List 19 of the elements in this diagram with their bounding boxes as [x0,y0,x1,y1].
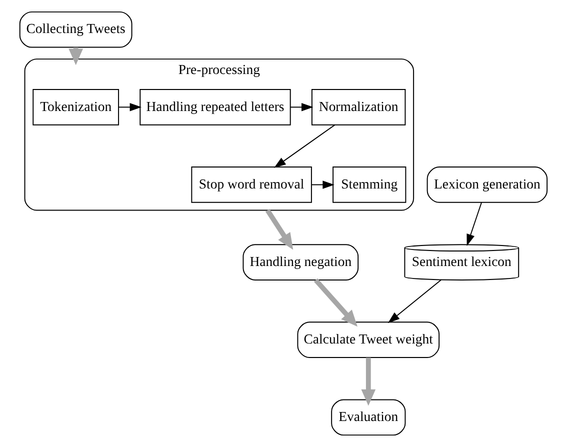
node-box: Calculate Tweet weight [297,322,440,358]
node-box: Handling negation [242,244,359,280]
arrow [361,358,376,406]
arrow [118,103,142,112]
node-box: Handling repeated letters [140,89,291,126]
arrow [466,202,482,246]
node-box: Normalization [311,89,406,126]
arrow [290,103,314,112]
node-box: Lexicon generation [426,166,548,203]
node-box: Stemming [332,166,406,203]
arrow [311,180,334,189]
node-box: Tokenization [32,89,120,126]
arrow [265,208,294,250]
arrow [388,280,442,324]
arrow [274,124,336,168]
node-box: Collecting Tweets [19,11,132,48]
arrow [314,278,358,327]
node-box: Evaluation [331,399,406,436]
node-box: Stop word removal [191,166,312,203]
